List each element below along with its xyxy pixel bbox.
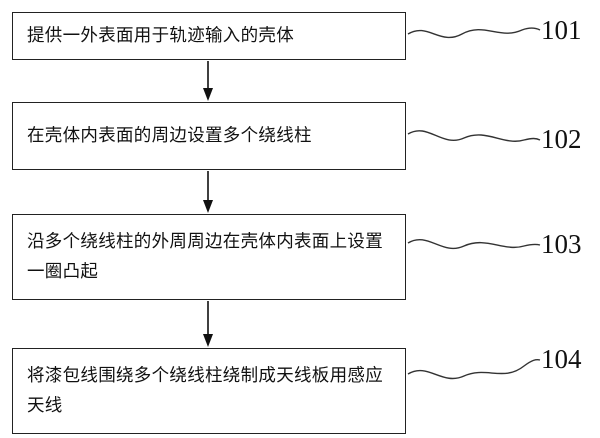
leader-line-104	[407, 358, 541, 380]
step-text-103: 沿多个绕线柱的外周周边在壳体内表面上设置一圈凸起	[27, 232, 383, 282]
step-text-102: 在壳体内表面的周边设置多个绕线柱	[27, 126, 312, 146]
step-box-104: 将漆包线围绕多个绕线柱绕制成天线板用感应天线	[12, 348, 406, 434]
reference-label-101: 101	[541, 15, 582, 45]
reference-label-103: 103	[541, 229, 582, 259]
flow-arrow-2-3	[203, 171, 213, 213]
step-box-103: 沿多个绕线柱的外周周边在壳体内表面上设置一圈凸起	[12, 214, 406, 300]
reference-label-104: 104	[541, 344, 582, 374]
reference-label-102: 102	[541, 124, 582, 154]
step-box-102: 在壳体内表面的周边设置多个绕线柱	[12, 102, 406, 170]
step-text-101: 提供一外表面用于轨迹输入的壳体	[27, 26, 294, 46]
leader-line-102	[407, 130, 541, 142]
leader-line-101	[407, 27, 541, 39]
step-text-104: 将漆包线围绕多个绕线柱绕制成天线板用感应天线	[27, 366, 383, 416]
flow-arrow-1-2	[203, 61, 213, 101]
leader-line-103	[407, 238, 541, 249]
step-box-101: 提供一外表面用于轨迹输入的壳体	[12, 12, 406, 60]
flow-arrow-3-4	[203, 301, 213, 347]
